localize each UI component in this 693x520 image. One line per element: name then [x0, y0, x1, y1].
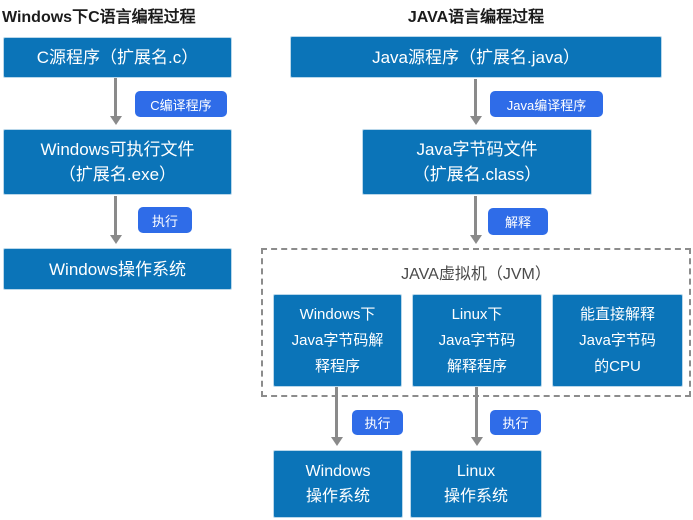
arrowhead-run-linux — [471, 437, 483, 446]
jvm-title: JAVA虚拟机（JVM） — [401, 266, 551, 283]
java-flow-title: JAVA语言编程过程 — [407, 9, 545, 26]
linux-os-bottom-line2: 操作系统 — [443, 488, 508, 505]
linux-interpreter-box: Linux下 Java字节码 解释程序 — [412, 294, 542, 387]
windows-os-bottom-line1: Windows — [305, 463, 371, 480]
c-run-badge: 执行 — [138, 207, 192, 233]
linux-run-badge: 执行 — [490, 410, 541, 435]
java-bytecode-line1: Java字节码文件 — [416, 140, 538, 159]
windows-interpreter-line3: 释程序 — [314, 357, 360, 375]
cpu-line1: 能直接解释 — [579, 305, 655, 323]
arrowhead-run-windows — [331, 437, 343, 446]
linux-interpreter-line2: Java字节码 — [438, 331, 516, 349]
arrowhead-c-run — [110, 235, 122, 244]
arrowhead-java-compile — [470, 116, 482, 125]
cpu-line3: 的CPU — [594, 357, 641, 375]
java-source-box: Java源程序（扩展名.java） — [290, 36, 662, 78]
windows-interpreter-box: Windows下 Java字节码解 释程序 — [273, 294, 402, 387]
cpu-box: 能直接解释 Java字节码 的CPU — [552, 294, 683, 387]
java-bytecode-line2: （扩展名.class） — [412, 165, 542, 184]
arrow-down-run-linux — [475, 387, 478, 437]
interpret-badge: 解释 — [488, 208, 548, 235]
arrow-down-run-windows — [335, 387, 338, 437]
windows-os-box-bottom: Windows 操作系统 — [273, 450, 403, 518]
java-source-box-label: Java源程序（扩展名.java） — [372, 47, 580, 67]
cpu-line2: Java字节码 — [579, 331, 656, 349]
windows-run-badge: 执行 — [352, 410, 403, 435]
arrow-down-interpret — [474, 196, 477, 235]
c-source-box: C源程序（扩展名.c） — [3, 37, 232, 78]
c-flow-title: Windows下C语言编程过程 — [2, 9, 196, 26]
arrow-down-c-run — [114, 196, 117, 235]
c-source-box-label: C源程序（扩展名.c） — [36, 48, 199, 67]
arrow-down-java-compile — [474, 79, 477, 116]
c-compiler-badge: C编译程序 — [135, 91, 227, 117]
windows-os-box: Windows操作系统 — [3, 248, 232, 290]
linux-os-box-bottom: Linux 操作系统 — [410, 450, 542, 518]
windows-os-bottom-line2: 操作系统 — [305, 488, 370, 505]
arrowhead-c-compile — [110, 116, 122, 125]
java-bytecode-box: Java字节码文件 （扩展名.class） — [362, 129, 592, 195]
arrowhead-interpret — [470, 235, 482, 244]
windows-exe-box: Windows可执行文件 （扩展名.exe） — [3, 129, 232, 195]
windows-interpreter-line2: Java字节码解 — [291, 331, 384, 349]
windows-exe-line1: Windows可执行文件 — [40, 140, 195, 159]
linux-interpreter-line1: Linux下 — [451, 305, 503, 323]
java-compiler-badge: Java编译程序 — [490, 91, 603, 117]
windows-os-box-label: Windows操作系统 — [49, 259, 186, 279]
arrow-down-c-compile — [114, 78, 117, 116]
linux-os-bottom-line1: Linux — [456, 463, 496, 480]
windows-interpreter-line1: Windows下 — [299, 305, 376, 323]
windows-exe-line2: （扩展名.exe） — [58, 165, 177, 184]
linux-interpreter-line3: 解释程序 — [446, 357, 507, 375]
